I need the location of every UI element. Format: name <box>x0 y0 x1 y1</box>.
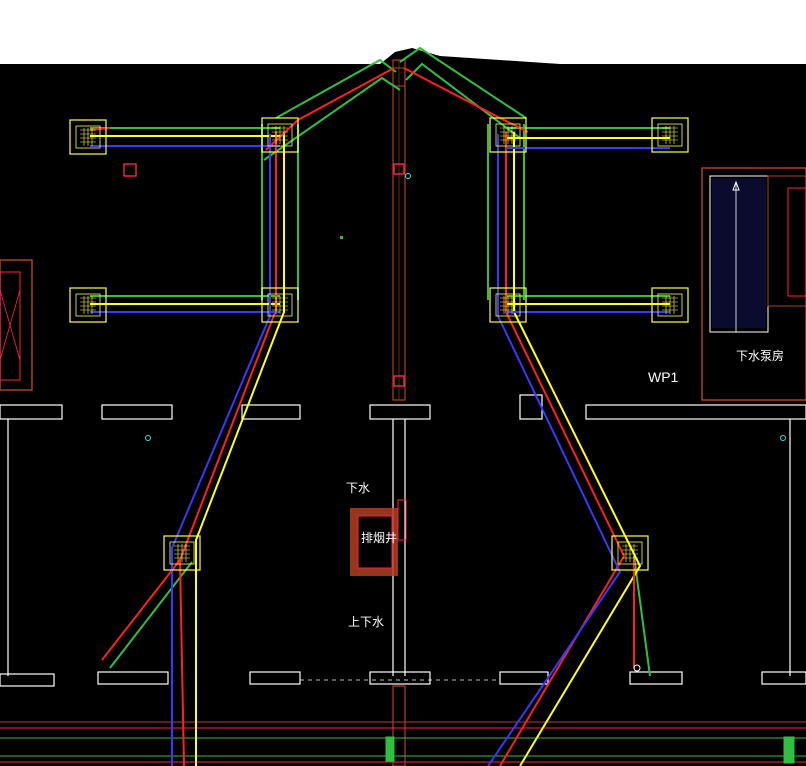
stair-icon <box>701 167 806 401</box>
pipes-yellow <box>90 132 670 766</box>
drawing-background <box>0 48 806 766</box>
valve-icon <box>123 163 137 177</box>
bottom-boundary <box>0 721 806 764</box>
pipes-green <box>90 46 670 677</box>
central-shaft <box>385 59 406 766</box>
pump-room-label: 下水泵房 <box>736 348 784 363</box>
smoke-shaft-label: 排烟井 <box>361 531 397 545</box>
wp1-label: WP1 <box>648 369 679 385</box>
fan-coil-unit-icon <box>69 117 689 571</box>
markers <box>123 163 786 672</box>
left-edge-room <box>0 259 33 391</box>
down-water-label: 下水 <box>346 481 370 495</box>
smoke-shaft <box>350 499 407 576</box>
walls <box>0 394 806 687</box>
up-down-water-label: 上下水 <box>348 615 384 629</box>
pipes-blue <box>90 134 670 766</box>
